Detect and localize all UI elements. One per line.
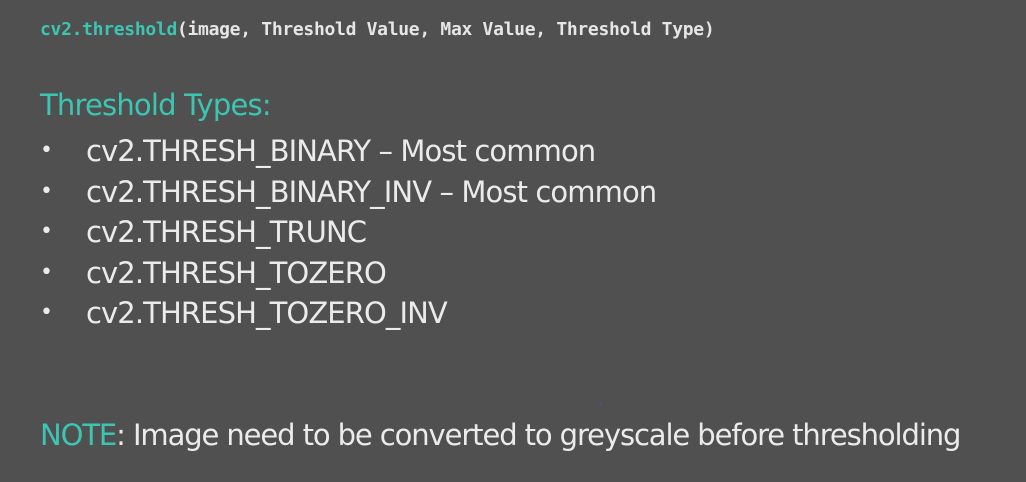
bullet-icon: • (40, 300, 53, 325)
cursor-speck (600, 403, 602, 405)
list-item-text: cv2.THRESH_TRUNC (86, 215, 367, 249)
bullet-icon: • (40, 138, 53, 163)
list-item: • cv2.THRESH_BINARY – Most common (40, 131, 656, 172)
function-name: cv2.threshold (40, 19, 177, 40)
bullet-icon: • (40, 219, 53, 244)
list-item-text: cv2.THRESH_TOZERO_INV (86, 296, 448, 330)
bullet-icon: • (40, 259, 53, 285)
note: NOTE: Image need to be converted to grey… (40, 418, 961, 452)
list-item: • cv2.THRESH_TOZERO (40, 253, 656, 294)
list-item-text: cv2.THRESH_BINARY – Most common (86, 134, 596, 168)
note-label: NOTE (40, 418, 117, 452)
threshold-types-list: • cv2.THRESH_BINARY – Most common • cv2.TH… (40, 131, 657, 334)
function-signature: cv2.threshold(image, Threshold Value, Ma… (40, 19, 715, 40)
list-item-text: cv2.THRESH_TOZERO (86, 255, 387, 290)
list-item: • cv2.THRESH_TRUNC (40, 212, 656, 253)
list-item-text: cv2.THRESH_BINARY_INV – Most common (86, 174, 657, 209)
list-item: • cv2.THRESH_TOZERO_INV (40, 293, 656, 334)
note-text: : Image need to be converted to greyscal… (116, 418, 961, 452)
function-args: (image, Threshold Value, Max Value, Thre… (176, 19, 715, 40)
bullet-icon: • (40, 178, 53, 204)
section-heading: Threshold Types: (40, 88, 272, 122)
list-item: • cv2.THRESH_BINARY_INV – Most common (40, 172, 657, 213)
